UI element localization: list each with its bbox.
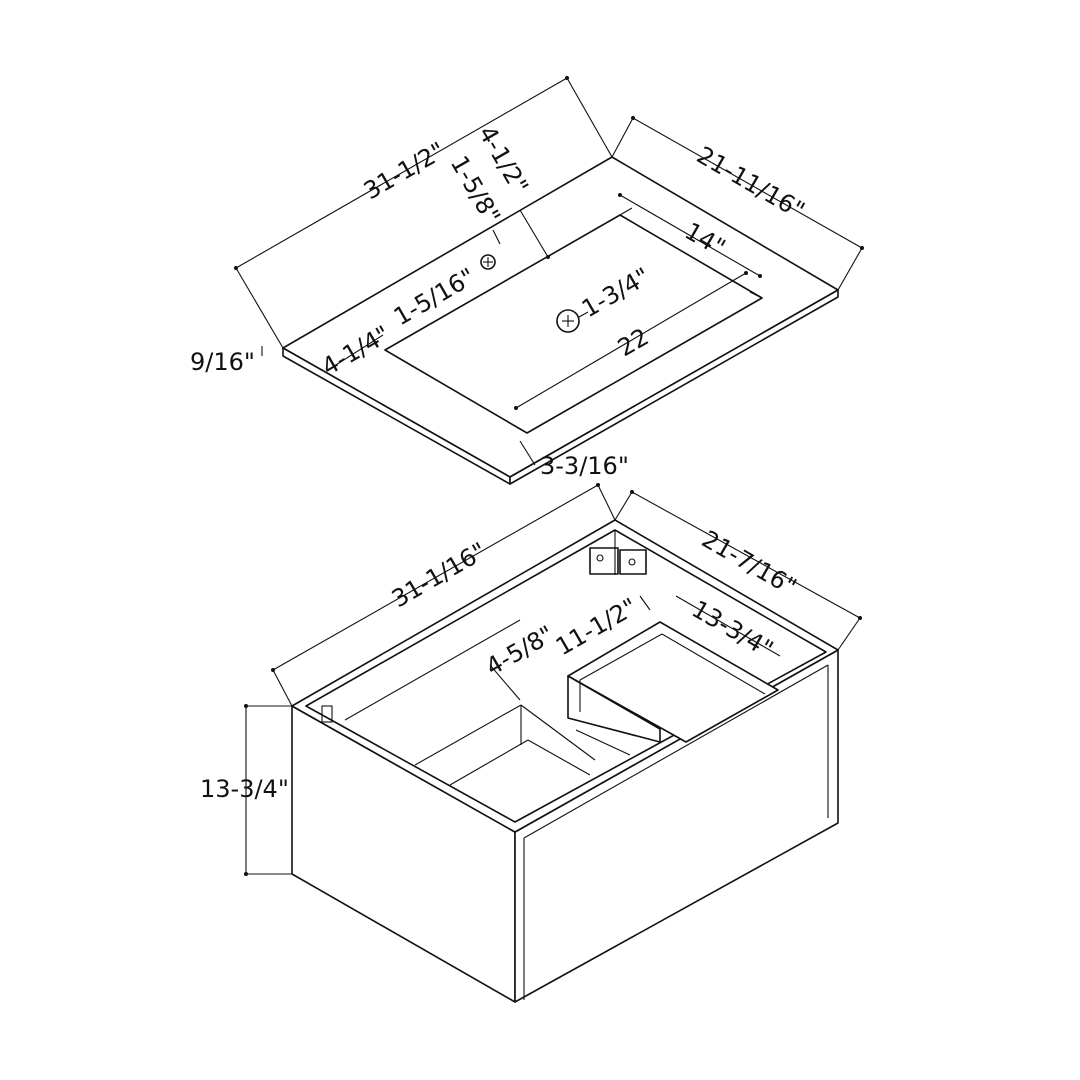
extline-cab-depth-left [614,491,633,521]
dimline-ct-bowl-length [515,272,747,409]
interior-rail-3 [449,739,529,786]
dimline-ct-faucet [492,229,501,245]
dimline-ct-drain [578,311,589,318]
side-clip [321,705,333,723]
mounting-bracket [589,547,619,575]
interior-rail-4 [520,704,596,761]
extline-cab-width-right [597,484,616,521]
extline-ct-width-right [566,77,613,158]
interior-rail-7 [575,729,631,756]
label-ct-overall-depth: 21-11/16" [692,141,809,225]
tick [596,483,600,487]
label-ct-overall-width: 31-1/2" [359,137,450,206]
tick [860,246,864,250]
dimline-cab-width [272,484,599,671]
faucet-hole [480,254,496,270]
tick [565,76,569,80]
countertop-dimension-lines [234,76,864,466]
extline-cab-width-left [272,669,293,707]
dimline-ct-bowl-width [619,194,761,277]
tray-inner-line [579,633,663,681]
label-ct-thickness: 9/16" [190,348,255,376]
dimline-cab-tray-depth [639,595,651,611]
tick [744,271,748,275]
tick [630,490,634,494]
countertop-top-face [282,156,839,478]
mounting-bracket-2 [619,549,647,575]
sink-bowl-inner-edge-2 [619,207,633,216]
dimline-ct-side [327,334,384,371]
tick [514,406,518,410]
cabinet-tray-front [567,675,661,743]
cabinet-interior [305,529,827,823]
tick [244,704,248,708]
dimline-ct-width [235,77,568,269]
extline-ct-width-left [235,267,284,349]
interior-rail-1 [344,619,521,721]
countertop-right-edge [509,289,839,485]
label-cab-height: 13-3/4" [200,775,289,803]
interior-rail-2 [414,704,522,766]
tick [858,616,862,620]
dimline-cab-tray-width [675,595,781,657]
sink-bowl-inner-edge [749,291,763,299]
tick [271,668,275,672]
extline-ct-depth-left [611,117,634,158]
countertop [282,156,839,485]
dimline-ct-front [519,440,536,466]
bracket-screw-2 [628,558,636,566]
extline-cab-depth-right [837,617,861,651]
tick [546,255,550,259]
bracket-screw [596,554,604,562]
tick [618,193,622,197]
tick [758,274,762,278]
drawer-front-top-gap [523,664,829,839]
drain-hole [556,309,580,333]
cabinet [291,519,839,1003]
tick [244,872,248,876]
tick [631,116,635,120]
extline-ct-depth-right [837,247,863,291]
label-ct-front-margin: 3-3/16" [540,452,629,480]
dimline-cab-inner-offset [489,664,521,701]
tray-inner-line-2 [661,633,766,695]
dimline-ct-back [519,209,549,258]
cabinet-tray [567,621,779,743]
cabinet-dimension-lines [244,483,862,876]
tick [234,266,238,270]
interior-rail-5 [527,739,591,776]
dimline-cab-depth [631,491,861,619]
dimline-ct-depth [632,117,863,249]
